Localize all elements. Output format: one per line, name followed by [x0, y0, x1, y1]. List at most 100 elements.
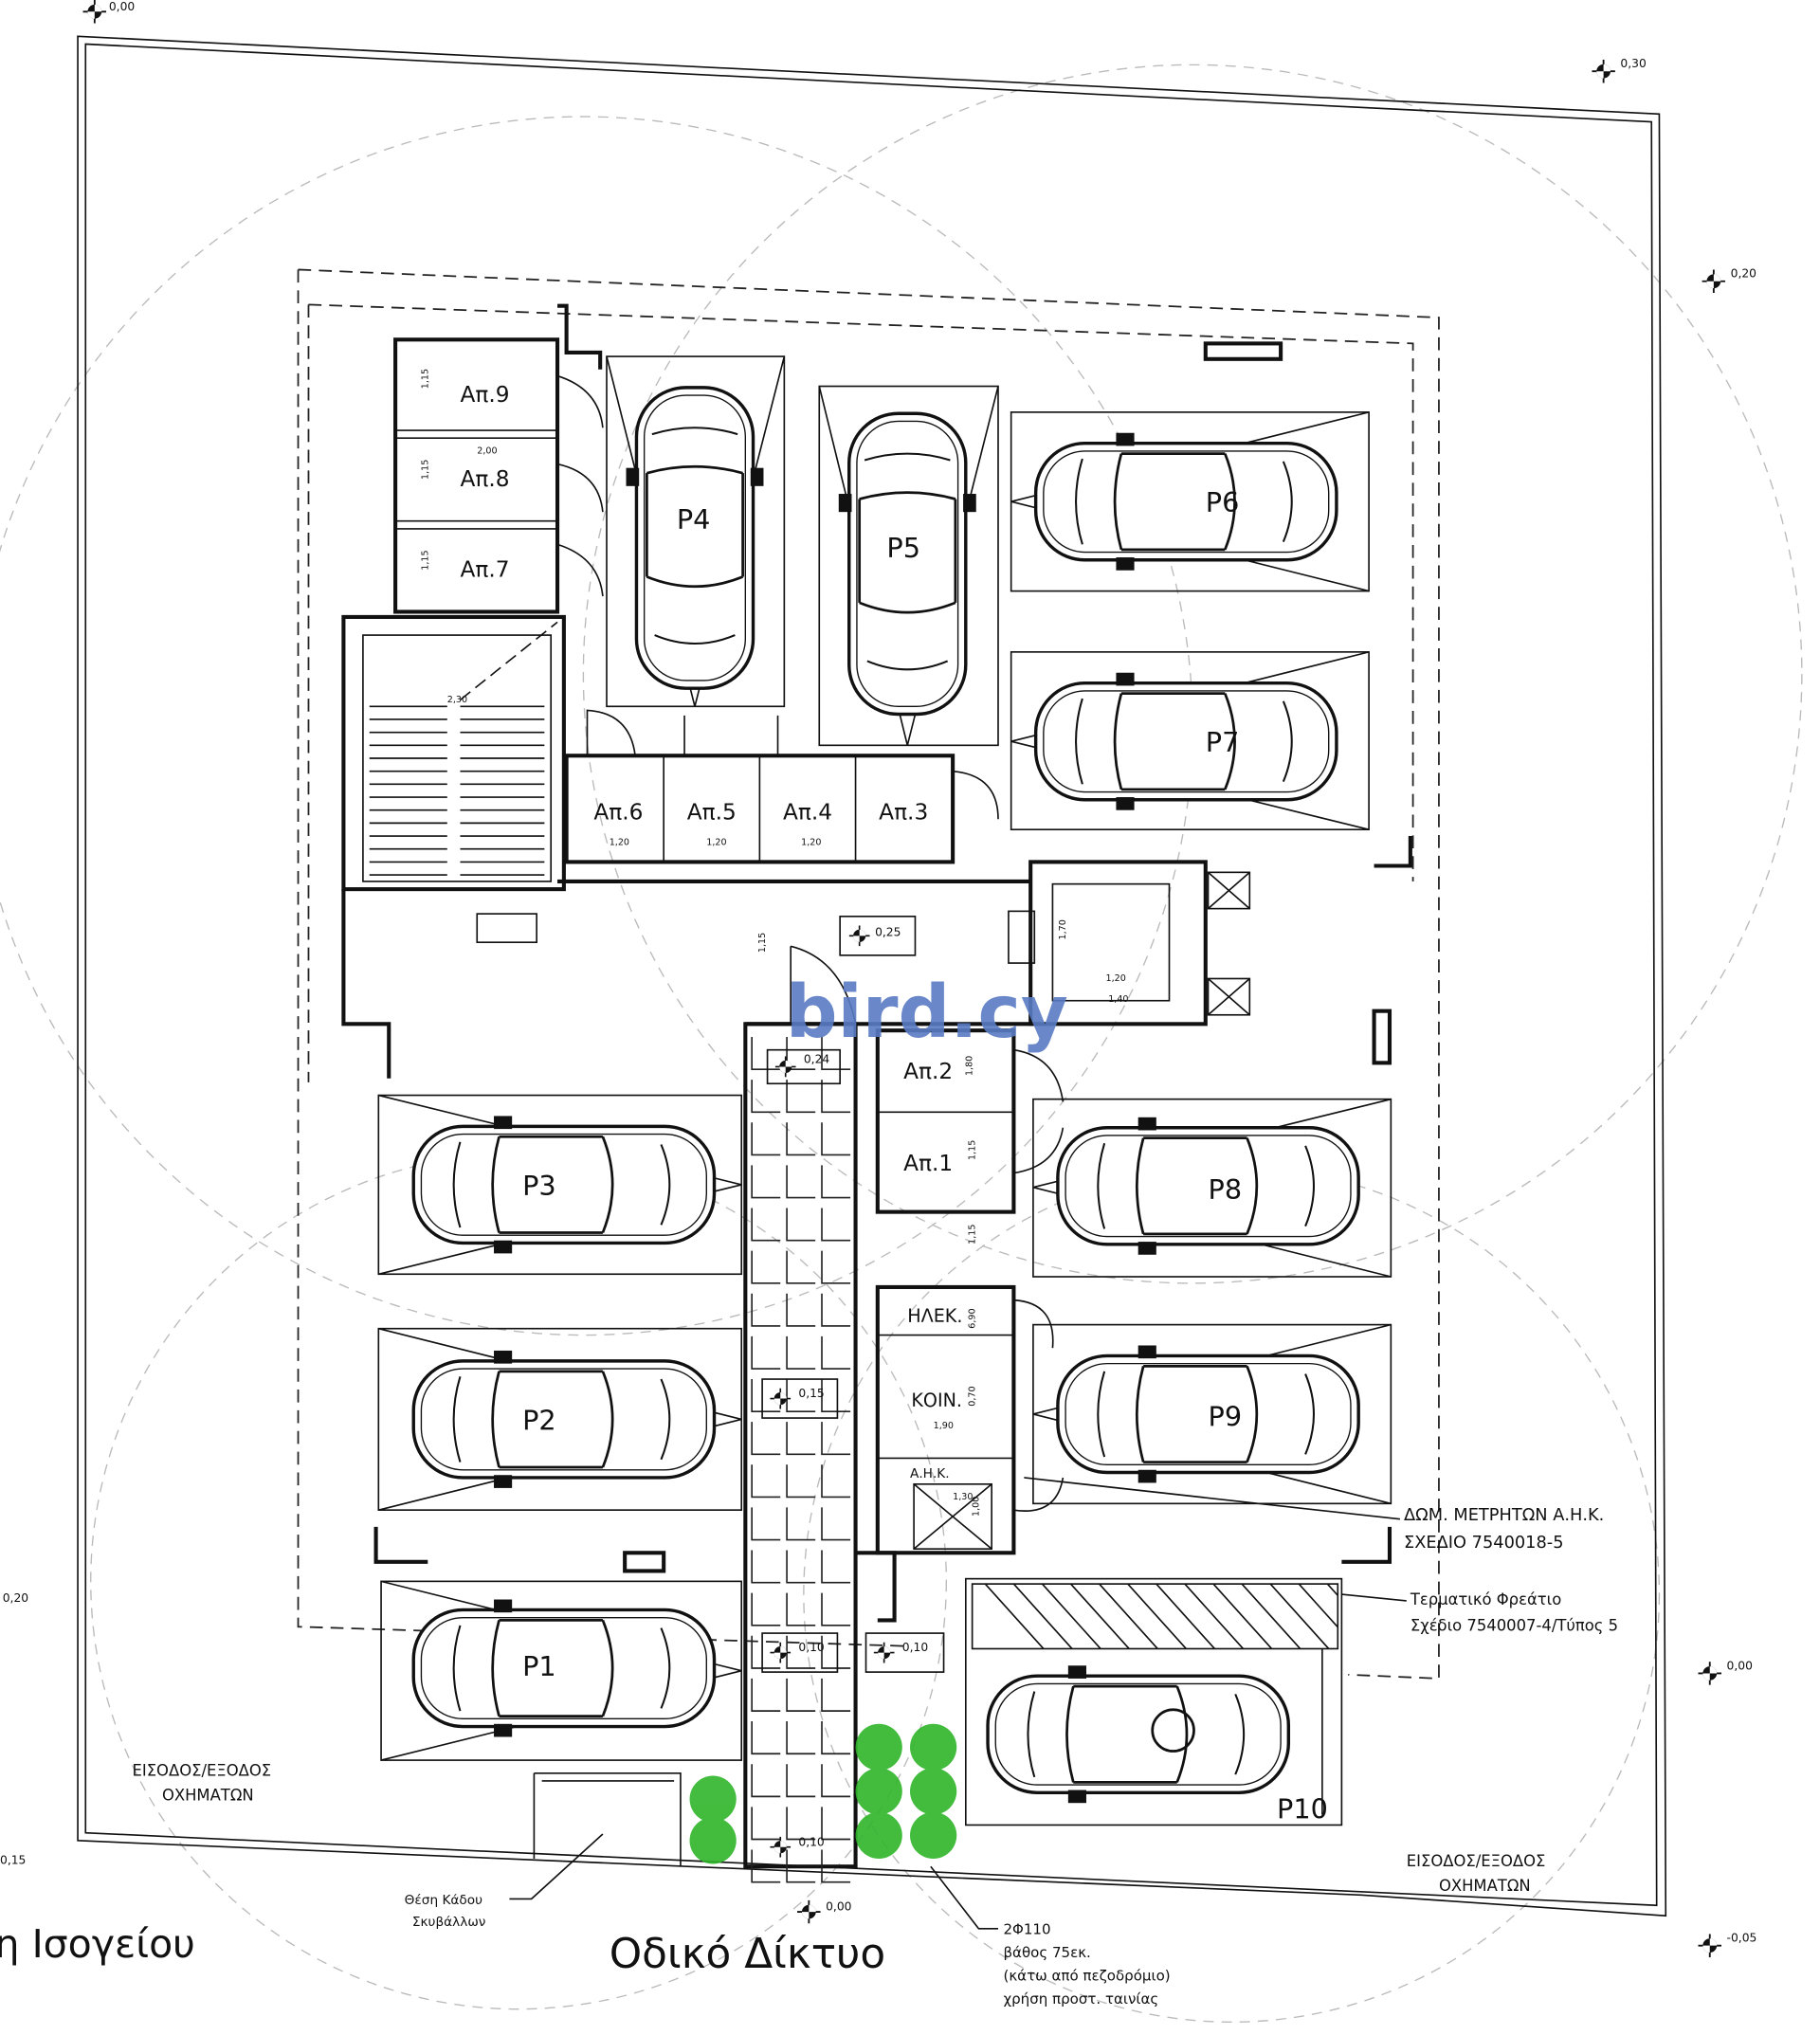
- note-entrance-left-2: ΟΧΗΜΑΤΩΝ: [162, 1786, 254, 1804]
- parking-bay-p10: P10: [964, 1577, 1343, 1826]
- storage-label-6: Απ.6: [593, 799, 643, 825]
- paving-tile: [751, 1678, 781, 1712]
- watermark: bird.cy: [786, 971, 1068, 1055]
- hatch-line: [1069, 1583, 1130, 1650]
- room-elec: ΗΛΕΚ.: [907, 1305, 962, 1327]
- hatch-line: [1127, 1583, 1187, 1650]
- paving-tile: [751, 1550, 781, 1584]
- svg-text:0,10: 0,10: [798, 1835, 824, 1848]
- paving-tile: [786, 1293, 816, 1327]
- level-marker: 0,00: [1698, 1659, 1753, 1685]
- svg-text:0,30: 0,30: [1620, 57, 1646, 70]
- svg-text:0,00: 0,00: [826, 1900, 851, 1914]
- dimension-label: 1,30: [953, 1492, 973, 1502]
- plot-boundary: [77, 35, 1667, 1917]
- dimension-label: 1,20: [706, 838, 726, 848]
- level-marker: -0,05: [1698, 1932, 1756, 1957]
- storage-label-9: Απ.9: [460, 382, 509, 408]
- paving-tile: [751, 1592, 781, 1626]
- paving-tile: [821, 1293, 851, 1327]
- hatch-line: [984, 1583, 1045, 1650]
- dimension-label: 1,90: [934, 1421, 954, 1431]
- note-pipe-1: 2Φ110: [1003, 1920, 1050, 1937]
- storage-block-middle: Απ.6 Απ.5 Απ.4 Απ.3: [564, 709, 999, 864]
- paving-tile: [786, 1250, 816, 1284]
- parking-bay-p3: P3: [377, 1094, 743, 1276]
- level-markers: 0,00 0,30 0,20 0,20 0,15 0,00 -0,05 0,00…: [0, 0, 1756, 1957]
- paving-tile: [786, 1592, 816, 1626]
- paving-tile: [786, 1764, 816, 1798]
- dimension-label: 2,30: [447, 695, 467, 705]
- dimension-label: 1,15: [420, 550, 430, 570]
- svg-text:0,20: 0,20: [1731, 267, 1756, 281]
- dimension-label: 1,15: [420, 369, 430, 389]
- paving-tile: [786, 1379, 816, 1413]
- paving-tile: [751, 1635, 781, 1669]
- svg-text:0,15: 0,15: [798, 1387, 824, 1400]
- hatch-line: [1184, 1583, 1245, 1650]
- ground-floor-outline: [307, 303, 1414, 1082]
- parking-label-p8: P8: [1209, 1173, 1243, 1206]
- note-entrance-left-1: ΕΙΣΟΔΟΣ/ΕΞΟΔΟΣ: [132, 1761, 271, 1779]
- storage-label-3: Απ.3: [879, 799, 928, 825]
- note-bin-1: Θέση Κάδου: [405, 1893, 482, 1908]
- parking-label-p4: P4: [677, 503, 711, 536]
- paving-tile: [786, 1080, 816, 1114]
- service-rooms: Απ.2 Απ.1 ΗΛΕΚ. ΚΟΙΝ. Α.Η.Κ.: [855, 1028, 1065, 1623]
- dimension-label: 1,70: [1058, 919, 1068, 939]
- paving-tile: [821, 1550, 851, 1584]
- svg-text:0,00: 0,00: [1727, 1659, 1753, 1672]
- staircase: [341, 614, 566, 892]
- dimension-label: 1,80: [965, 1056, 975, 1076]
- paving-tile: [821, 1208, 851, 1242]
- paving-tile: [821, 1080, 851, 1114]
- note-pipe-3: (κάτω από πεζοδρόμιο): [1003, 1968, 1170, 1985]
- svg-text:0,00: 0,00: [109, 0, 135, 13]
- road-label: Οδικό Δίκτυο: [610, 1930, 885, 1978]
- dimension-label: 1,00: [971, 1497, 981, 1517]
- parking-bay-p2: P2: [377, 1327, 743, 1511]
- parking-label-p5: P5: [886, 532, 920, 564]
- paving-tile: [751, 1807, 781, 1841]
- level-marker: 0,00: [82, 0, 135, 24]
- level-marker: 0,24: [766, 1048, 841, 1085]
- parking-bay-p1: P1: [380, 1580, 743, 1761]
- paving-tile: [786, 1635, 816, 1669]
- drawing-title: η Ισογείου: [0, 1921, 195, 1967]
- storage-label-2: Απ.2: [903, 1059, 953, 1084]
- hatch-line: [1099, 1583, 1158, 1650]
- paving-tile: [821, 1335, 851, 1370]
- svg-text:0,24: 0,24: [804, 1052, 830, 1065]
- paving-tile: [821, 1507, 851, 1541]
- paving-tile: [786, 1464, 816, 1499]
- paving-tile: [786, 1721, 816, 1755]
- storage-label-7: Απ.7: [460, 557, 509, 583]
- hatch-line: [1269, 1583, 1330, 1650]
- paving-tile: [751, 1422, 781, 1456]
- dimension-label: 1,20: [610, 838, 629, 848]
- parking-bay-p9: P9: [1032, 1323, 1392, 1505]
- level-marker: 0,00: [797, 1900, 852, 1924]
- hatch-line: [1326, 1583, 1338, 1596]
- paving-tile: [821, 1721, 851, 1755]
- svg-text:0,10: 0,10: [798, 1641, 824, 1654]
- dimension-label: 2,00: [477, 446, 497, 457]
- hatch-line: [1156, 1583, 1215, 1650]
- dimension-label: 1,20: [801, 838, 821, 848]
- svg-text:0,20: 0,20: [3, 1591, 28, 1605]
- paving-tile: [751, 1250, 781, 1284]
- hatch-line: [1041, 1583, 1101, 1650]
- storage-label-1: Απ.1: [903, 1151, 953, 1176]
- paving-tile: [786, 1165, 816, 1199]
- dimension-label: 6,90: [967, 1308, 977, 1328]
- storage-label-8: Απ.8: [460, 466, 509, 492]
- paving-tile: [821, 1849, 851, 1883]
- level-marker: 0,10: [864, 1632, 945, 1673]
- svg-text:-0,05: -0,05: [1727, 1932, 1757, 1945]
- level-lobby: 0,25: [875, 925, 901, 938]
- paving-tile: [786, 1807, 816, 1841]
- paving-tile: [786, 1122, 816, 1156]
- parking-bays: P4 P5 P6 P7 P3 P2 P1: [377, 355, 1392, 1826]
